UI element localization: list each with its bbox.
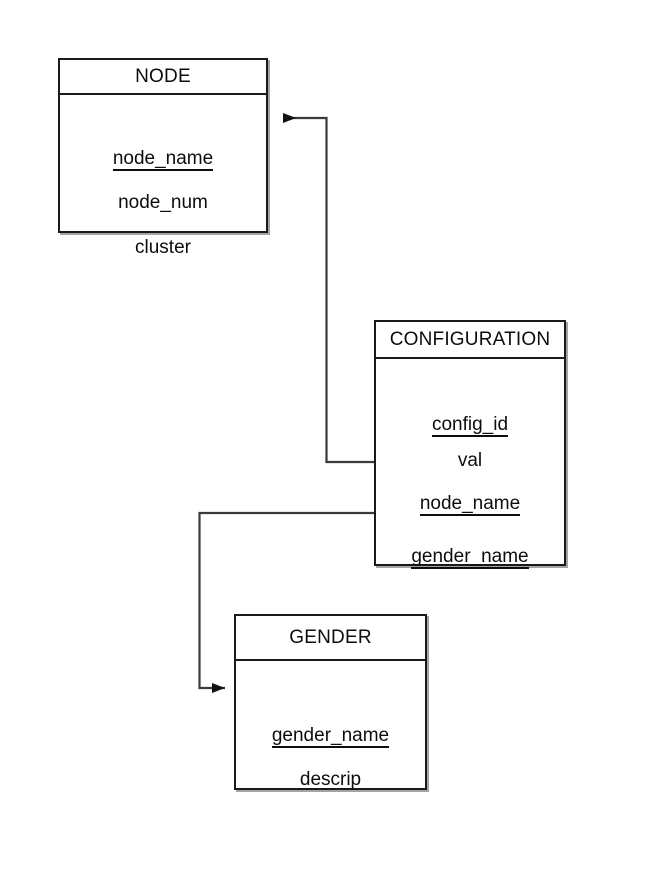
entity-gender-attributes: gender_name descrip — [236, 661, 425, 790]
entity-node-attributes: node_name node_num cluster — [60, 95, 266, 257]
entity-gender-title: GENDER — [236, 616, 425, 661]
entity-gender[interactable]: GENDER gender_name descrip — [234, 614, 427, 790]
attribute-node-node-name[interactable]: node_name — [112, 148, 214, 171]
attribute-configuration-config-id[interactable]: config_id — [431, 414, 509, 437]
attribute-configuration-gender-name[interactable]: gender_name — [411, 546, 529, 569]
attribute-gender-descrip[interactable]: descrip — [299, 769, 362, 790]
relationship-configuration-node — [283, 113, 374, 464]
entity-configuration[interactable]: CONFIGURATION config_id val node_name ge… — [374, 320, 566, 569]
attribute-node-node-num[interactable]: node_num — [118, 192, 208, 213]
attribute-configuration-node-name[interactable]: node_name — [419, 493, 521, 516]
attribute-node-cluster[interactable]: cluster — [135, 237, 191, 258]
entity-node[interactable]: NODE node_name node_num cluster — [58, 58, 268, 257]
entity-node-title: NODE — [60, 60, 266, 95]
attribute-gender-gender-name[interactable]: gender_name — [271, 725, 390, 748]
entity-configuration-title: CONFIGURATION — [376, 322, 564, 359]
entity-configuration-attributes: config_id val node_name gender_name — [376, 359, 564, 569]
attribute-configuration-val[interactable]: val — [457, 450, 483, 471]
relationship-configuration-gender — [198, 511, 374, 693]
